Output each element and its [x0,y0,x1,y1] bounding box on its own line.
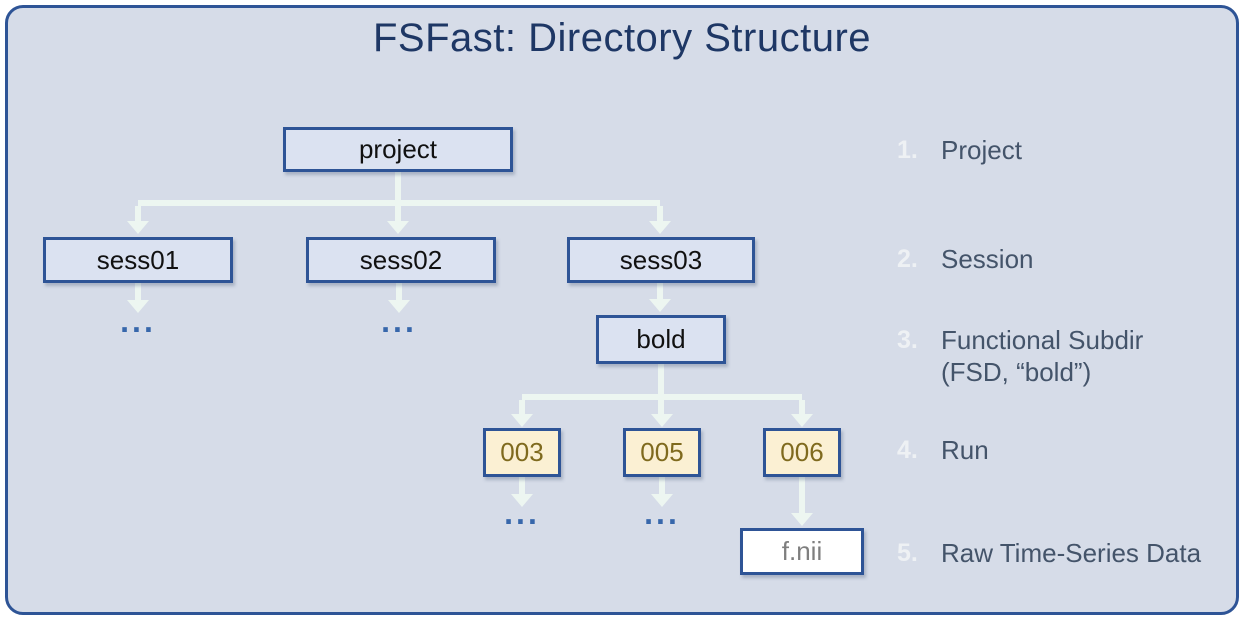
ellipsis-under-sess01: ... [120,303,156,339]
legend-number: 1. [897,136,918,164]
ellipsis-under-run-003: ... [504,495,540,531]
node-run-005: 005 [623,428,701,477]
legend-label-line: Raw Time-Series Data [941,538,1202,568]
legend-item-project: 1. Project [897,134,1022,166]
slide-title: FSFast: Directory Structure [372,16,872,60]
node-sess03: sess03 [567,237,755,283]
legend-label-line: Run [941,435,989,465]
node-bold: bold [596,315,726,364]
node-fnii: f.nii [740,528,864,575]
node-project: project [283,127,513,172]
legend-label-line: Session [941,244,1034,274]
legend-item-session: 2. Session [897,243,1034,275]
legend-label: Functional Subdir (FSD, “bold”) [941,324,1143,388]
legend-number: 2. [897,245,918,273]
legend-item-functional-subdir: 3. Functional Subdir (FSD, “bold”) [897,324,1143,388]
legend-label-line2: (FSD, “bold”) [941,357,1092,387]
legend-number: 3. [897,326,918,354]
legend-item-raw-time-series: 5. Raw Time-Series Data [897,537,1201,569]
legend-item-run: 4. Run [897,434,989,466]
ellipsis-under-sess02: ... [381,303,417,339]
legend-label: Run [941,434,989,466]
legend-label: Session [941,243,1034,275]
node-sess02: sess02 [306,237,496,283]
legend-label-line: Project [941,135,1022,165]
legend-number: 4. [897,436,918,464]
ellipsis-under-run-005: ... [644,495,680,531]
legend-label: Project [941,134,1022,166]
node-sess01: sess01 [43,237,233,283]
legend-number: 5. [897,539,918,567]
legend-label-line: Functional Subdir [941,325,1144,355]
node-run-003: 003 [483,428,561,477]
legend-label: Raw Time-Series Data [941,537,1201,569]
slide-background [5,5,1239,615]
node-run-006: 006 [763,428,841,477]
